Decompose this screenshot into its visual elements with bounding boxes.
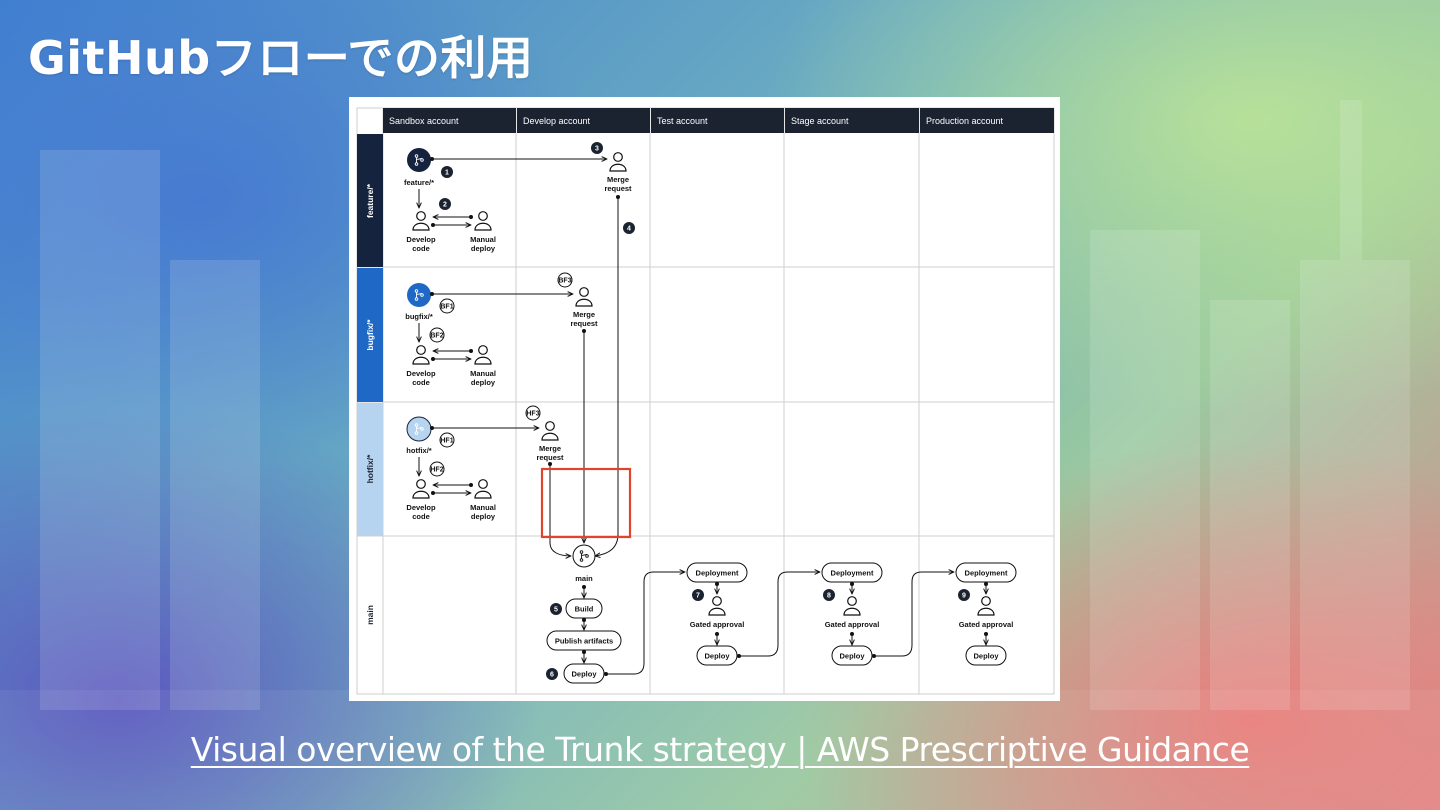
highlight-box bbox=[540, 467, 632, 539]
deploy-label-test: Deploy bbox=[704, 652, 730, 661]
column-header-production: Production account bbox=[926, 116, 1004, 126]
deploy-box-test bbox=[696, 645, 738, 666]
deploy-label-production: Deploy bbox=[973, 652, 999, 661]
column-header-stage: Stage account bbox=[791, 116, 849, 126]
feature-branch-label: feature/* bbox=[404, 178, 434, 187]
hotfix-branch-label: hotfix/* bbox=[406, 446, 431, 455]
manual-label-1: Manual bbox=[470, 503, 496, 512]
step-badge-4: 4 bbox=[627, 226, 631, 233]
step-badge-hf1: HF1 bbox=[440, 438, 453, 445]
step-badge-9: 9 bbox=[962, 593, 966, 600]
step-badge-bf2: BF2 bbox=[430, 333, 443, 340]
step-badge-bf1: BF1 bbox=[440, 304, 453, 311]
step-badge-hf3: HF3 bbox=[526, 411, 539, 418]
merge-label-2: request bbox=[604, 184, 632, 193]
merge-label-1: Merge bbox=[573, 310, 595, 319]
main-lane: main 5 Build Publish artifacts 6 Deploy … bbox=[546, 544, 1017, 684]
develop-label-2: code bbox=[412, 244, 430, 253]
merge-connectors bbox=[549, 197, 619, 556]
lane-label-bugfix: bugfix/* bbox=[365, 319, 375, 351]
slide-title: GitHubフローでの利用 bbox=[28, 31, 534, 85]
step-badge-2: 2 bbox=[443, 202, 447, 209]
build-label: Build bbox=[575, 605, 594, 614]
merge-label-2: request bbox=[536, 453, 564, 462]
column-header-test: Test account bbox=[657, 116, 708, 126]
merge-label-1: Merge bbox=[539, 444, 561, 453]
hotfix-lane: hotfix/* HF1 HF2 Develop code Manual dep… bbox=[406, 405, 564, 521]
main-branch-icon bbox=[572, 544, 596, 568]
deploy-box-develop bbox=[563, 663, 605, 684]
deploy-box-stage bbox=[831, 645, 873, 666]
step-badge-8: 8 bbox=[827, 593, 831, 600]
lane-label-hotfix: hotfix/* bbox=[365, 454, 375, 483]
deployment-label-production: Deployment bbox=[965, 569, 1008, 578]
source-link[interactable]: Visual overview of the Trunk strategy | … bbox=[190, 730, 1250, 769]
gated-approval-label-test: Gated approval bbox=[690, 620, 745, 629]
bugfix-branch-label: bugfix/* bbox=[405, 312, 433, 321]
develop-label-1: Develop bbox=[406, 503, 436, 512]
column-header-sandbox: Sandbox account bbox=[389, 116, 459, 126]
step-badge-5: 5 bbox=[554, 607, 558, 614]
step-badge-6: 6 bbox=[550, 672, 554, 679]
deploy-label-stage: Deploy bbox=[839, 652, 865, 661]
manual-label-1: Manual bbox=[470, 369, 496, 378]
feature-lane: feature/* 1 2 Develop code Manual deploy… bbox=[404, 142, 635, 253]
deployment-label-test: Deployment bbox=[696, 569, 739, 578]
step-badge-7: 7 bbox=[696, 593, 700, 600]
gated-approval-label-production: Gated approval bbox=[959, 620, 1014, 629]
lane-labels: feature/* bugfix/* hotfix/* main bbox=[357, 134, 383, 625]
step-badge-3: 3 bbox=[595, 146, 599, 153]
step-badge-bf3: BF3 bbox=[558, 278, 571, 285]
deploy-box-production bbox=[965, 645, 1007, 666]
develop-label-2: code bbox=[412, 378, 430, 387]
gated-approval-label-stage: Gated approval bbox=[825, 620, 880, 629]
manual-label-1: Manual bbox=[470, 235, 496, 244]
publish-artifacts-label: Publish artifacts bbox=[555, 637, 613, 646]
diagram-grid bbox=[356, 107, 1055, 695]
column-header-develop: Develop account bbox=[523, 116, 591, 126]
hotfix-branch-icon bbox=[406, 416, 432, 442]
bugfix-branch-icon bbox=[407, 283, 431, 307]
step-badge-hf2: HF2 bbox=[430, 467, 443, 474]
merge-label-2: request bbox=[570, 319, 598, 328]
manual-label-2: deploy bbox=[471, 244, 496, 253]
develop-label-1: Develop bbox=[406, 235, 436, 244]
column-header-row: Sandbox account Develop account Test acc… bbox=[383, 108, 1054, 133]
bugfix-lane: bugfix/* BF1 BF2 Develop code Manual dep… bbox=[405, 272, 598, 387]
develop-label-1: Develop bbox=[406, 369, 436, 378]
manual-label-2: deploy bbox=[471, 512, 496, 521]
lane-label-main: main bbox=[365, 605, 375, 625]
feature-branch-icon bbox=[407, 148, 431, 172]
manual-label-2: deploy bbox=[471, 378, 496, 387]
main-branch-label: main bbox=[575, 574, 593, 583]
deploy-label-develop: Deploy bbox=[571, 670, 597, 679]
deployment-label-stage: Deployment bbox=[831, 569, 874, 578]
develop-label-2: code bbox=[412, 512, 430, 521]
step-badge-1: 1 bbox=[445, 170, 449, 177]
trunk-strategy-diagram: Sandbox account Develop account Test acc… bbox=[349, 97, 1060, 701]
merge-label-1: Merge bbox=[607, 175, 629, 184]
lane-label-feature: feature/* bbox=[365, 183, 375, 218]
